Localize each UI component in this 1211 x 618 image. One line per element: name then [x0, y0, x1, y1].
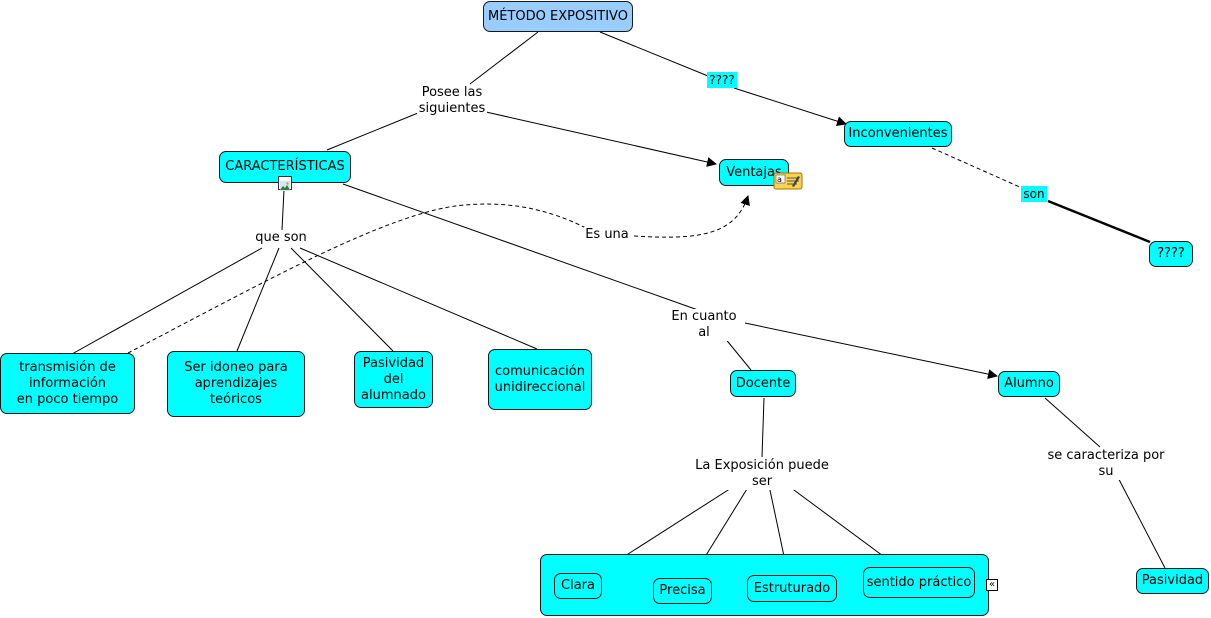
- node-pasividad[interactable]: Pasividad: [1136, 568, 1209, 594]
- line-alumno-caracteriza: [1044, 397, 1101, 448]
- collapse-icon[interactable]: «: [986, 579, 998, 591]
- node-question-inconvenientes[interactable]: ????: [1149, 241, 1193, 267]
- link-que-son[interactable]: que son: [254, 230, 308, 246]
- node-docente[interactable]: Docente: [730, 370, 796, 397]
- line-queson-comunicacion: [299, 247, 538, 350]
- link-en-cuanto-al[interactable]: En cuanto al: [664, 309, 744, 341]
- line-caracteristicas-encuanto: [342, 183, 699, 311]
- line-docente-exposicion: [761, 397, 765, 458]
- line-queson-transmision: [71, 247, 263, 355]
- node-idoneo[interactable]: Ser idoneo para aprendizajes teóricos: [167, 351, 305, 417]
- node-precisa[interactable]: Precisa: [653, 578, 712, 604]
- image-icon[interactable]: [278, 176, 292, 191]
- link-question-top[interactable]: ????: [707, 72, 737, 88]
- line-queson-idoneo: [236, 247, 280, 352]
- node-estructurado[interactable]: Estruturado: [747, 575, 837, 602]
- link-exposicion-puede-ser[interactable]: La Exposición puede ser: [687, 458, 837, 490]
- link-son[interactable]: son: [1021, 186, 1047, 202]
- line-transmision-esuna: [127, 203, 587, 354]
- node-sentido-practico[interactable]: sentido práctico: [863, 567, 975, 598]
- line-esuna-ventajas: [633, 195, 750, 238]
- node-comunicacion[interactable]: comunicación unidireccional: [488, 349, 592, 410]
- line-question-inconvenientes: [733, 87, 847, 127]
- link-se-caracteriza[interactable]: se caracteriza por su: [1040, 448, 1172, 480]
- annotation-icon[interactable]: a: [773, 172, 803, 190]
- line-exposicion-sentido: [774, 475, 899, 568]
- line-caracteriza-pasividad: [1111, 465, 1166, 569]
- line-queson-pasividad: [290, 247, 394, 352]
- line-posee-ventajas: [485, 111, 717, 167]
- node-inconvenientes[interactable]: Inconvenientes: [844, 121, 952, 147]
- line-posee-caracteristicas: [326, 112, 419, 151]
- node-pasividad-alumnado[interactable]: Pasividad del alumnado: [354, 351, 433, 408]
- line-root-question: [599, 31, 709, 77]
- node-transmision[interactable]: transmisión de información en poco tiemp…: [0, 353, 135, 414]
- line-inconvenientes-son: [931, 147, 1023, 189]
- line-root-posee: [469, 31, 539, 85]
- node-alumno[interactable]: Alumno: [998, 371, 1060, 397]
- node-caracteristicas[interactable]: CARACTERÍSTICAS: [219, 151, 351, 183]
- node-metodo-expositivo[interactable]: MÉTODO EXPOSITIVO: [483, 1, 633, 32]
- svg-text:a: a: [777, 175, 782, 184]
- link-es-una[interactable]: Es una: [584, 227, 630, 243]
- node-clara[interactable]: Clara: [554, 573, 602, 599]
- line-caracteristicas-queson: [281, 189, 285, 231]
- line-son-question: [1047, 199, 1151, 244]
- link-posee-siguientes[interactable]: Posee las siguientes: [417, 85, 487, 117]
- line-encuanto-alumno: [744, 322, 998, 380]
